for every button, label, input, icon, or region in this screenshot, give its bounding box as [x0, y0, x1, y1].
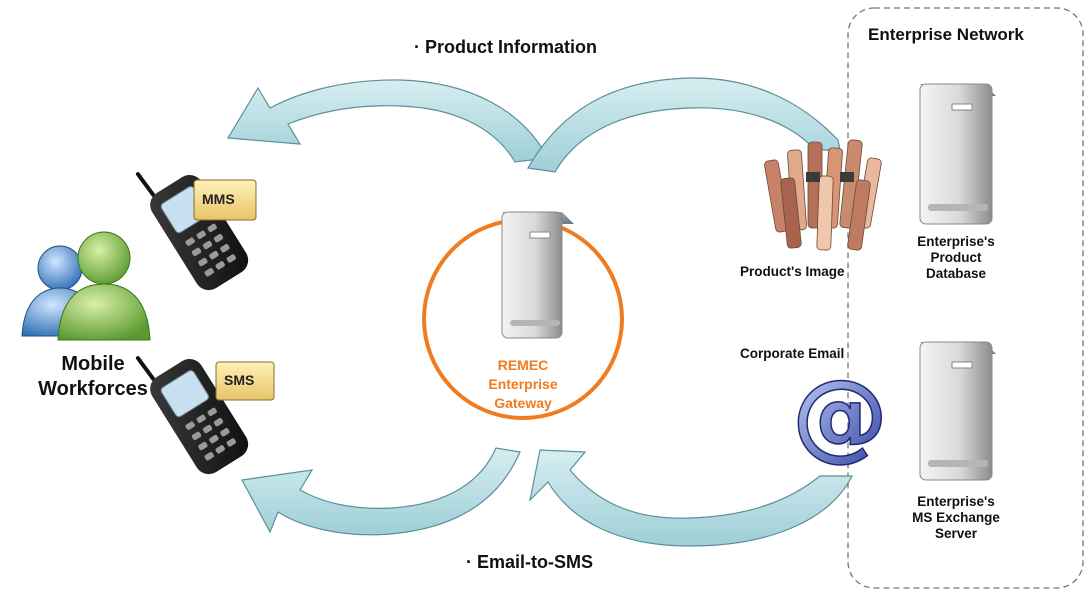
sms-envelope-icon: [215, 361, 275, 401]
corporate-email-label: Corporate Email: [740, 346, 845, 361]
gateway-server-icon: [501, 211, 574, 339]
email-to-sms-arrows: [241, 447, 853, 547]
mobile-workforces-label: Mobile Workforces: [38, 353, 148, 400]
sms-tag: SMS: [224, 372, 255, 388]
mobile-workforce-people-icon: [21, 231, 151, 341]
mms-phone-icon: [135, 172, 249, 291]
gateway-label: REMEC Enterprise Gateway: [488, 357, 558, 411]
product-database-server-icon: [919, 83, 996, 225]
product-database-label: Enterprise's Product Database: [917, 234, 995, 282]
email-to-sms-label: · Email-to-SMS: [466, 552, 594, 572]
product-image-icon: [764, 139, 882, 251]
product-info-arrows: [226, 77, 841, 173]
product-information-label: · Product Information: [414, 37, 597, 57]
exchange-server-label: Enterprise's MS Exchange Server: [912, 494, 1000, 542]
enterprise-network-box: [847, 7, 1084, 589]
exchange-server-icon: [919, 341, 996, 481]
sms-phone-icon: [135, 356, 249, 475]
mms-envelope-icon: [193, 179, 257, 221]
product-image-label: Product's Image: [740, 264, 845, 279]
svg-text:@: @: [792, 359, 888, 471]
mms-tag: MMS: [202, 191, 235, 207]
enterprise-network-title: Enterprise Network: [868, 25, 1024, 44]
at-email-icon: @: [791, 358, 889, 472]
